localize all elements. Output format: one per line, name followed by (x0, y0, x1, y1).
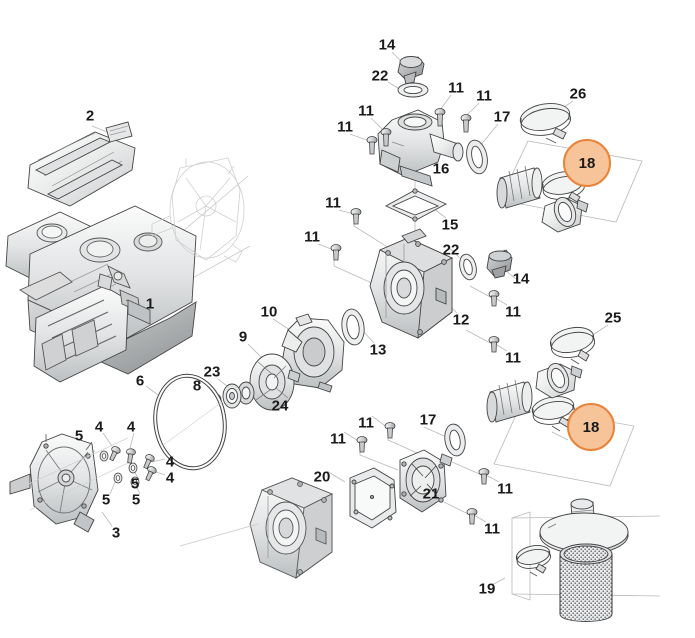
callout-3[interactable]: 3 (111, 524, 121, 542)
part-6-large-oring (153, 373, 227, 471)
callout-13[interactable]: 13 (369, 341, 387, 359)
callout-21[interactable]: 21 (422, 485, 440, 503)
ghost-frame (151, 157, 245, 263)
callout-16[interactable]: 16 (432, 160, 450, 178)
part-23-bearing (222, 383, 242, 409)
part-14-plug-mid (486, 249, 513, 279)
part-16-manifold (377, 109, 464, 187)
part-3-bracket (9, 433, 131, 533)
part-18-group-upper (496, 140, 643, 233)
part-10-volute (281, 313, 345, 393)
callout-1[interactable]: 1 (145, 295, 155, 313)
callout-11[interactable]: 11 (325, 194, 341, 212)
callout-11[interactable]: 11 (330, 430, 346, 448)
part-21-pump-cover (399, 449, 453, 513)
highlight-callout-18[interactable]: 18 (563, 139, 611, 187)
part-11-bolts-top (366, 108, 472, 155)
part-22-oring-mid (459, 253, 477, 281)
highlight-callout-18[interactable]: 18 (567, 403, 615, 451)
part-24-mechanical-seal (237, 381, 255, 405)
callout-22[interactable]: 22 (442, 241, 460, 259)
callout-11[interactable]: 11 (448, 79, 464, 97)
callout-15[interactable]: 15 (441, 216, 459, 234)
part-25-hose-clamp (549, 326, 596, 365)
callout-14[interactable]: 14 (378, 36, 396, 54)
part-2-decal (105, 121, 133, 143)
part-17-oring-upper (466, 139, 488, 175)
part-15-gasket (385, 188, 448, 222)
part-19-strainer-group (511, 498, 661, 622)
part-12-pump-housing (369, 228, 454, 339)
callout-2[interactable]: 2 (85, 107, 95, 125)
part-5-washers (99, 450, 140, 488)
highlight-callout-label: 18 (578, 154, 596, 172)
callout-17[interactable]: 17 (493, 108, 511, 126)
part-26-hose-clamp (519, 103, 572, 144)
callout-11[interactable]: 11 (304, 228, 320, 246)
callout-4[interactable]: 4 (126, 418, 136, 436)
part-18-group-lower (486, 363, 635, 487)
part-11-bolts-lower (356, 422, 490, 525)
callout-17[interactable]: 17 (419, 411, 437, 429)
part-13-oring (341, 308, 365, 346)
callout-24[interactable]: 24 (271, 397, 289, 415)
callout-11[interactable]: 11 (358, 102, 374, 120)
callout-4[interactable]: 4 (94, 418, 104, 436)
callout-6[interactable]: 6 (135, 372, 145, 390)
highlight-callout-label: 18 (582, 418, 600, 436)
callout-5[interactable]: 5 (74, 427, 84, 445)
part-9-impeller (249, 353, 301, 411)
callout-5[interactable]: 5 (130, 475, 140, 493)
callout-22[interactable]: 22 (371, 67, 389, 85)
callout-26[interactable]: 26 (569, 85, 587, 103)
part-14-top-plug (397, 56, 425, 85)
callout-10[interactable]: 10 (260, 303, 278, 321)
callout-11[interactable]: 11 (505, 349, 521, 367)
part-22-oring-top (397, 82, 429, 98)
callout-11[interactable]: 11 (505, 303, 521, 321)
part-20-cover-gasket (349, 467, 397, 529)
lower-pump-housing (179, 477, 334, 579)
engine-assembly (5, 131, 197, 383)
callout-25[interactable]: 25 (604, 309, 622, 327)
callout-8[interactable]: 8 (192, 377, 202, 395)
callout-11[interactable]: 11 (484, 520, 500, 538)
callout-20[interactable]: 20 (313, 468, 331, 486)
callout-23[interactable]: 23 (203, 363, 221, 381)
part-11-bolts-housing (330, 208, 500, 353)
callout-11[interactable]: 11 (337, 118, 353, 136)
callout-5[interactable]: 5 (101, 491, 111, 509)
callout-11[interactable]: 11 (358, 414, 374, 432)
callout-12[interactable]: 12 (452, 311, 470, 329)
callout-11[interactable]: 11 (476, 87, 492, 105)
callout-4[interactable]: 4 (165, 453, 175, 471)
part-4-bolts (109, 446, 157, 482)
callout-9[interactable]: 9 (238, 328, 248, 346)
part-17-oring-lower (444, 423, 466, 457)
callout-19[interactable]: 19 (478, 580, 496, 598)
callout-5[interactable]: 5 (131, 491, 141, 509)
callout-4[interactable]: 4 (165, 469, 175, 487)
callout-14[interactable]: 14 (512, 270, 530, 288)
callout-11[interactable]: 11 (497, 480, 513, 498)
